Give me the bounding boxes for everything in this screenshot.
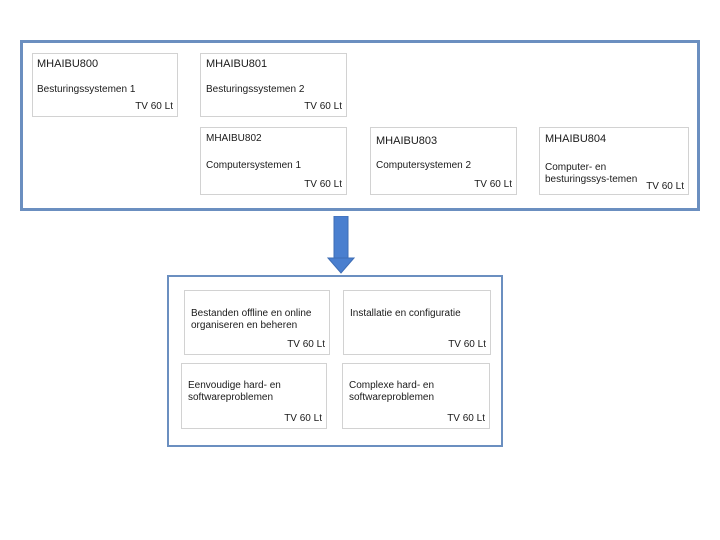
outcome-credits: TV 60 Lt [284,413,322,424]
module-card-mhaibu804: MHAIBU804 Computer- en besturingssys-tem… [539,127,689,195]
module-code: MHAIBU804 [545,133,607,145]
module-title: Computersystemen 2 [376,160,472,171]
module-credits: TV 60 Lt [474,179,512,190]
module-credits: TV 60 Lt [304,101,342,112]
outcome-credits: TV 60 Lt [447,413,485,424]
module-credits: TV 60 Lt [646,181,684,192]
module-title: Computersystemen 1 [206,160,302,171]
outcome-title: Bestanden offline en online organiseren … [191,308,312,331]
outcome-credits: TV 60 Lt [287,339,325,350]
outcome-card: Complexe hard- en softwareproblemen TV 6… [342,363,490,429]
module-card-mhaibu803: MHAIBU803 Computersystemen 2 TV 60 Lt [370,127,517,195]
module-credits: TV 60 Lt [304,179,342,190]
outcome-title: Eenvoudige hard- en softwareproblemen [188,380,281,403]
module-code: MHAIBU801 [206,58,268,70]
module-title: Besturingssystemen 2 [206,84,305,95]
module-title: Besturingssystemen 1 [37,84,136,95]
outcome-credits: TV 60 Lt [448,339,486,350]
outcome-card: Installatie en configuratie TV 60 Lt [343,290,491,355]
outcome-card: Bestanden offline en online organiseren … [184,290,330,355]
down-arrow-icon [327,216,355,274]
module-code: MHAIBU803 [376,135,438,147]
module-code: MHAIBU802 [206,133,262,144]
module-card-mhaibu801: MHAIBU801 Besturingssystemen 2 TV 60 Lt [200,53,347,117]
outcome-title: Complexe hard- en softwareproblemen [349,380,435,403]
module-title: Computer- en besturingssys-temen [545,162,638,185]
modules-container [20,40,700,211]
outcomes-container [167,275,503,447]
outcome-title: Installatie en configuratie [350,308,461,319]
module-credits: TV 60 Lt [135,101,173,112]
module-card-mhaibu800: MHAIBU800 Besturingssystemen 1 TV 60 Lt [32,53,178,117]
module-card-mhaibu802: MHAIBU802 Computersystemen 1 TV 60 Lt [200,127,347,195]
module-code: MHAIBU800 [37,58,99,70]
outcome-card: Eenvoudige hard- en softwareproblemen TV… [181,363,327,429]
